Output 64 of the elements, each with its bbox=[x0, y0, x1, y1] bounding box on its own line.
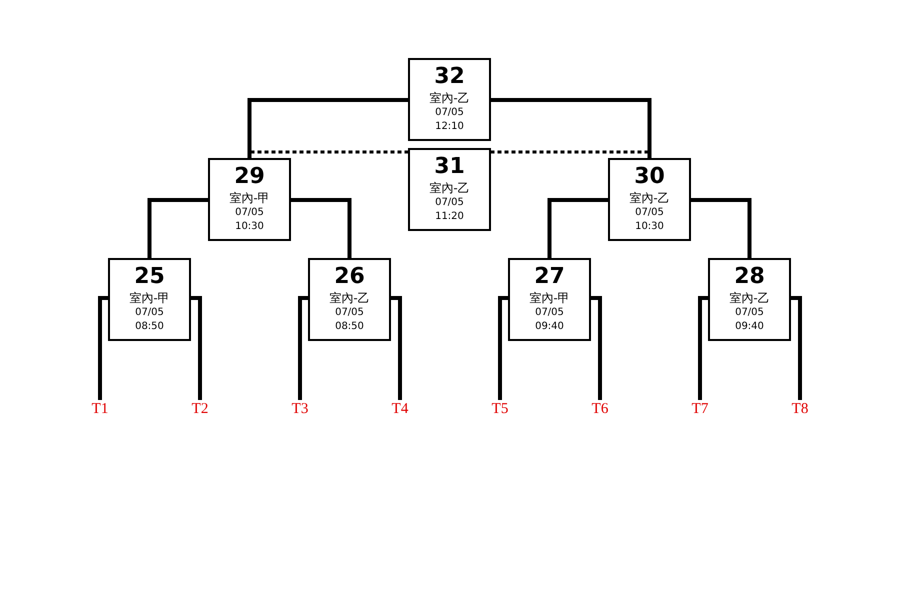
date-label: 07/05 bbox=[435, 106, 464, 120]
bracket-line bbox=[248, 98, 408, 158]
bracket-line bbox=[391, 296, 402, 400]
time-label: 08:50 bbox=[335, 320, 364, 334]
bracket-line bbox=[491, 98, 652, 158]
match-box bbox=[708, 258, 791, 341]
match-number: 29 bbox=[234, 164, 265, 190]
match-box bbox=[308, 258, 391, 341]
team-label: T5 bbox=[486, 400, 514, 418]
time-label: 10:30 bbox=[235, 220, 264, 234]
bracket-line bbox=[791, 296, 802, 400]
date-label: 07/05 bbox=[335, 306, 364, 320]
match-box bbox=[108, 258, 191, 341]
bracket-line bbox=[491, 150, 651, 158]
bracket-line bbox=[591, 296, 602, 400]
bracket-line bbox=[691, 198, 752, 258]
bracket-line bbox=[548, 198, 608, 258]
bracket-line bbox=[298, 296, 308, 400]
venue-label: 室內-甲 bbox=[229, 190, 270, 206]
match-number: 25 bbox=[134, 264, 165, 290]
team-label: T2 bbox=[186, 400, 214, 418]
venue-label: 室內-甲 bbox=[129, 290, 170, 306]
venue-label: 室內-乙 bbox=[629, 190, 670, 206]
venue-label: 室內-乙 bbox=[429, 180, 470, 196]
match-number: 26 bbox=[334, 264, 365, 290]
match-number: 31 bbox=[434, 154, 465, 180]
date-label: 07/05 bbox=[535, 306, 564, 320]
team-label: T7 bbox=[686, 400, 714, 418]
time-label: 11:20 bbox=[435, 210, 464, 224]
time-label: 09:40 bbox=[735, 320, 764, 334]
time-label: 12:10 bbox=[435, 120, 464, 134]
match-number: 30 bbox=[634, 164, 665, 190]
venue-label: 室內-乙 bbox=[729, 290, 770, 306]
match-number: 27 bbox=[534, 264, 565, 290]
team-label: T3 bbox=[286, 400, 314, 418]
venue-label: 室內-乙 bbox=[429, 90, 470, 106]
bracket-line bbox=[148, 198, 208, 258]
date-label: 07/05 bbox=[135, 306, 164, 320]
date-label: 07/05 bbox=[235, 206, 264, 220]
match-box bbox=[508, 258, 591, 341]
date-label: 07/05 bbox=[635, 206, 664, 220]
match-box bbox=[608, 158, 691, 241]
time-label: 10:30 bbox=[635, 220, 664, 234]
match-box bbox=[208, 158, 291, 241]
time-label: 08:50 bbox=[135, 320, 164, 334]
bracket-line bbox=[698, 296, 708, 400]
venue-label: 室內-乙 bbox=[329, 290, 370, 306]
match-box bbox=[408, 58, 491, 141]
match-number: 28 bbox=[734, 264, 765, 290]
team-label: T4 bbox=[386, 400, 414, 418]
bracket-line bbox=[248, 150, 408, 158]
match-number: 32 bbox=[434, 64, 465, 90]
team-label: T8 bbox=[786, 400, 814, 418]
bracket-line bbox=[98, 296, 108, 400]
match-box bbox=[408, 148, 491, 231]
time-label: 09:40 bbox=[535, 320, 564, 334]
team-label: T6 bbox=[586, 400, 614, 418]
date-label: 07/05 bbox=[735, 306, 764, 320]
date-label: 07/05 bbox=[435, 196, 464, 210]
bracket-line bbox=[498, 296, 508, 400]
bracket-line bbox=[191, 296, 202, 400]
bracket-line bbox=[291, 198, 352, 258]
venue-label: 室內-甲 bbox=[529, 290, 570, 306]
team-label: T1 bbox=[86, 400, 114, 418]
